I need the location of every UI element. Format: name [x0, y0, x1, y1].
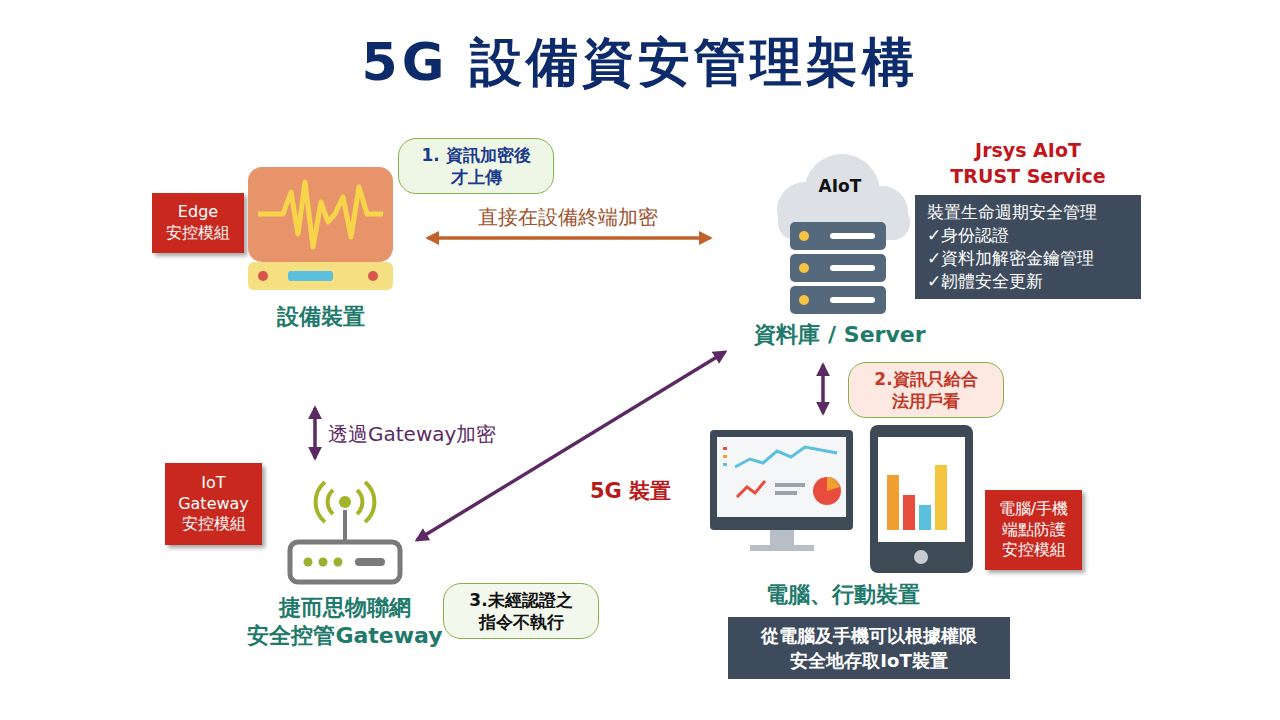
node-text: ✓身份認證 [927, 224, 1129, 247]
computer-node: 電腦、行動裝置 [705, 425, 980, 609]
device-node: 設備裝置 [243, 162, 398, 331]
module-box: 電腦/手機 端點防護 安控模組 [985, 490, 1082, 570]
node-text: 設備裝置 [243, 303, 398, 331]
edge-label: 直接在設備終端加密 [475, 204, 661, 231]
connector-arrow [313, 408, 317, 458]
gateway-node: 捷而思物聯網 安全控管Gateway [245, 480, 445, 649]
device-icon [243, 162, 398, 297]
node-text: Jrsys AIoT TRUST Service [948, 138, 1108, 189]
node-text: 1. 資訊加密後 才上傳 [409, 144, 543, 188]
node-text: IoT Gateway 安控模組 [171, 473, 256, 535]
node-text: 捷而思物聯網 安全控管Gateway [245, 594, 445, 649]
node-text: 資料庫 / Server [720, 321, 960, 349]
node-text: ✓資料加解密金鑰管理 [927, 247, 1129, 270]
edge-label: 透過Gateway加密 [325, 421, 499, 448]
node-text: AIoT [720, 176, 960, 196]
node-text: 從電腦及手機可以根據權限 安全地存取IoT裝置 [738, 623, 1000, 673]
diagram-title: 5G 設備資安管理架構 [0, 28, 1280, 98]
gateway-icon [245, 480, 445, 588]
node-text: 2.資訊只給合 法用戶看 [859, 368, 993, 412]
computer-tablet-icon [705, 425, 980, 575]
callout-box: 1. 資訊加密後 才上傳 [398, 138, 554, 194]
node-text: ✓韌體安全更新 [927, 270, 1129, 293]
connector-arrow [428, 236, 710, 240]
callout-box: 3.未經認證之 指令不執行 [443, 583, 599, 639]
service-panel: 裝置生命週期安全管理✓身份認證✓資料加解密金鑰管理✓韌體安全更新 [915, 195, 1141, 299]
info-box: 從電腦及手機可以根據權限 安全地存取IoT裝置 [728, 617, 1010, 679]
node-text: 電腦、行動裝置 [705, 581, 980, 609]
module-box: Edge 安控模組 [152, 193, 244, 253]
network-label: 5G 裝置 [590, 477, 671, 505]
connector-arrow [821, 365, 825, 413]
node-text: 裝置生命週期安全管理 [927, 201, 1129, 224]
callout-box: 2.資訊只給合 法用戶看 [848, 362, 1004, 418]
node-text: 3.未經認證之 指令不執行 [454, 589, 588, 633]
node-text: Edge 安控模組 [158, 202, 238, 244]
module-box: IoT Gateway 安控模組 [165, 463, 262, 545]
node-text: 電腦/手機 端點防護 安控模組 [991, 499, 1076, 561]
service-box: Jrsys AIoT TRUST Service裝置生命週期安全管理✓身份認證✓… [915, 138, 1141, 299]
